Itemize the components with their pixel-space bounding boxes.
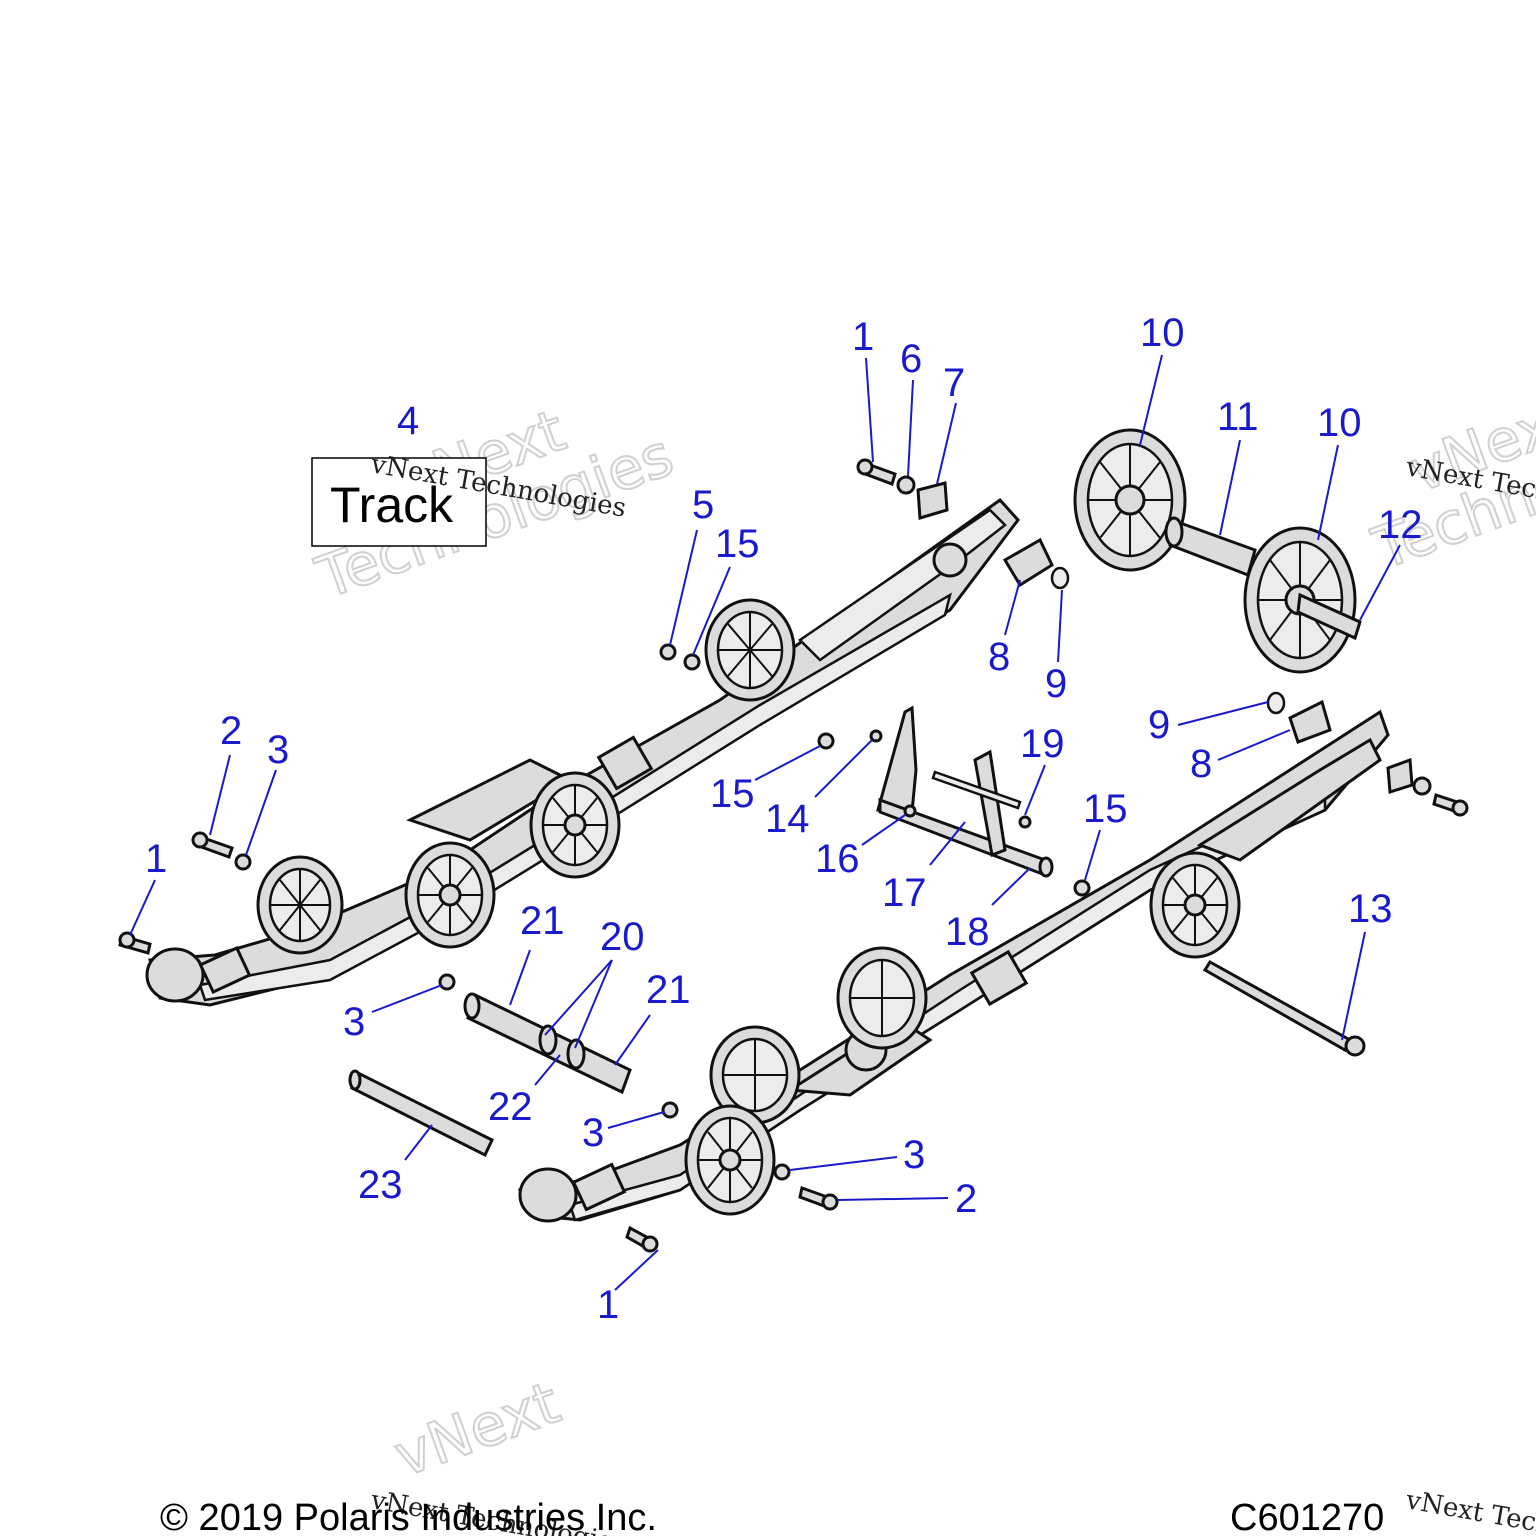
callout-15: 15 (715, 522, 760, 566)
bolt-2-left (191, 831, 234, 859)
nut-5 (659, 643, 677, 661)
callout-22: 22 (488, 1085, 533, 1129)
callout-17: 17 (882, 871, 927, 915)
crossbrace-bracket (876, 705, 1054, 878)
copyright-notice: © 2019 Polaris Industries Inc. (160, 1497, 657, 1536)
idler-axle (1164, 516, 1257, 577)
leader-lines (129, 354, 1401, 1291)
callout-21: 21 (646, 968, 691, 1012)
callout-19: 19 (1020, 722, 1065, 766)
svg-text:vNext: vNext (386, 1368, 568, 1490)
washer-3-left (234, 853, 252, 871)
bolt-2-right (798, 1186, 839, 1211)
callout-20: 20 (600, 915, 645, 959)
left-rail-wheel-rear (404, 841, 496, 949)
shaft-13 (1202, 959, 1366, 1057)
callout-15: 15 (710, 772, 755, 816)
right-rail-wheel-mid (836, 946, 928, 1050)
oring-9-top (1050, 566, 1070, 590)
callout-6: 6 (900, 337, 922, 381)
shaft-23 (348, 1069, 494, 1158)
bolt-right (1432, 793, 1469, 817)
right-rail-wheel-rear-small (709, 1025, 801, 1125)
callout-12: 12 (1378, 503, 1423, 547)
callout-numbers: 1 6 7 10 11 10 4 5 15 12 8 9 2 3 1 9 8 1… (145, 311, 1423, 1327)
washer-3-right (773, 1163, 791, 1181)
ghost-watermark-bottom: vNext (385, 1367, 569, 1491)
callout-23: 23 (358, 1163, 403, 1207)
callout-16: 16 (815, 837, 860, 881)
track-tag: Track (311, 457, 487, 547)
callout-3: 3 (903, 1133, 925, 1177)
callout-3: 3 (582, 1111, 604, 1155)
nut-14 (869, 729, 883, 743)
svg-text:vNext Technologies: vNext Technologies (1403, 1485, 1536, 1536)
right-rail-wheel-front (1149, 851, 1241, 959)
left-rail-wheel-rear-small (256, 855, 344, 955)
right-rail-wheel-rear (684, 1104, 776, 1216)
left-rail-wheel-front (704, 598, 796, 702)
callout-2: 2 (955, 1177, 977, 1221)
plate-right (1386, 757, 1414, 794)
callout-13: 13 (1348, 887, 1393, 931)
callout-8: 8 (988, 635, 1010, 679)
nut-19 (1018, 815, 1032, 829)
washer-right (1412, 776, 1432, 796)
idler-wheel-left (1073, 428, 1187, 572)
track-tag-label: Track (330, 477, 454, 533)
diagram-code: C601270 (1230, 1497, 1384, 1536)
callout-1: 1 (145, 837, 167, 881)
callout-2: 2 (220, 709, 242, 753)
oring-9-bottom (1266, 691, 1286, 715)
nut-16 (903, 804, 917, 818)
callout-9: 9 (1045, 662, 1067, 706)
bushing-8-top (1002, 537, 1054, 588)
callout-10: 10 (1140, 311, 1185, 355)
washer-3-lower (661, 1101, 679, 1119)
callout-15: 15 (1083, 787, 1128, 831)
left-rail-wheel-mid (529, 771, 621, 879)
callout-9: 9 (1148, 703, 1170, 747)
washer-15-top (683, 653, 701, 671)
callout-5: 5 (692, 483, 714, 527)
callout-3: 3 (343, 1000, 365, 1044)
callout-7: 7 (943, 361, 965, 405)
callout-8: 8 (1190, 742, 1212, 786)
callout-18: 18 (945, 910, 990, 954)
plate-7 (916, 481, 949, 520)
bolt-1-bottom (625, 1225, 659, 1253)
watermark-text-bottom-right: vNext Technologies (1403, 1485, 1536, 1536)
callout-1: 1 (852, 315, 874, 359)
callout-10: 10 (1317, 401, 1362, 445)
callout-4: 4 (397, 399, 419, 443)
callout-3: 3 (267, 728, 289, 772)
bushing-8-bottom (1288, 699, 1332, 744)
washer-15-mid (817, 732, 835, 750)
hardware-top-bolt (856, 458, 897, 486)
washer-15-low (1073, 879, 1091, 897)
callout-14: 14 (765, 797, 810, 841)
shaft-20-22 (463, 992, 632, 1095)
callout-21: 21 (520, 899, 565, 943)
idler-shaft-end (1296, 592, 1362, 641)
washer-6 (896, 475, 916, 495)
callout-11: 11 (1217, 395, 1259, 439)
bolt-1-left (118, 931, 152, 955)
washer-3-mid (438, 973, 456, 991)
callout-1: 1 (597, 1283, 619, 1327)
